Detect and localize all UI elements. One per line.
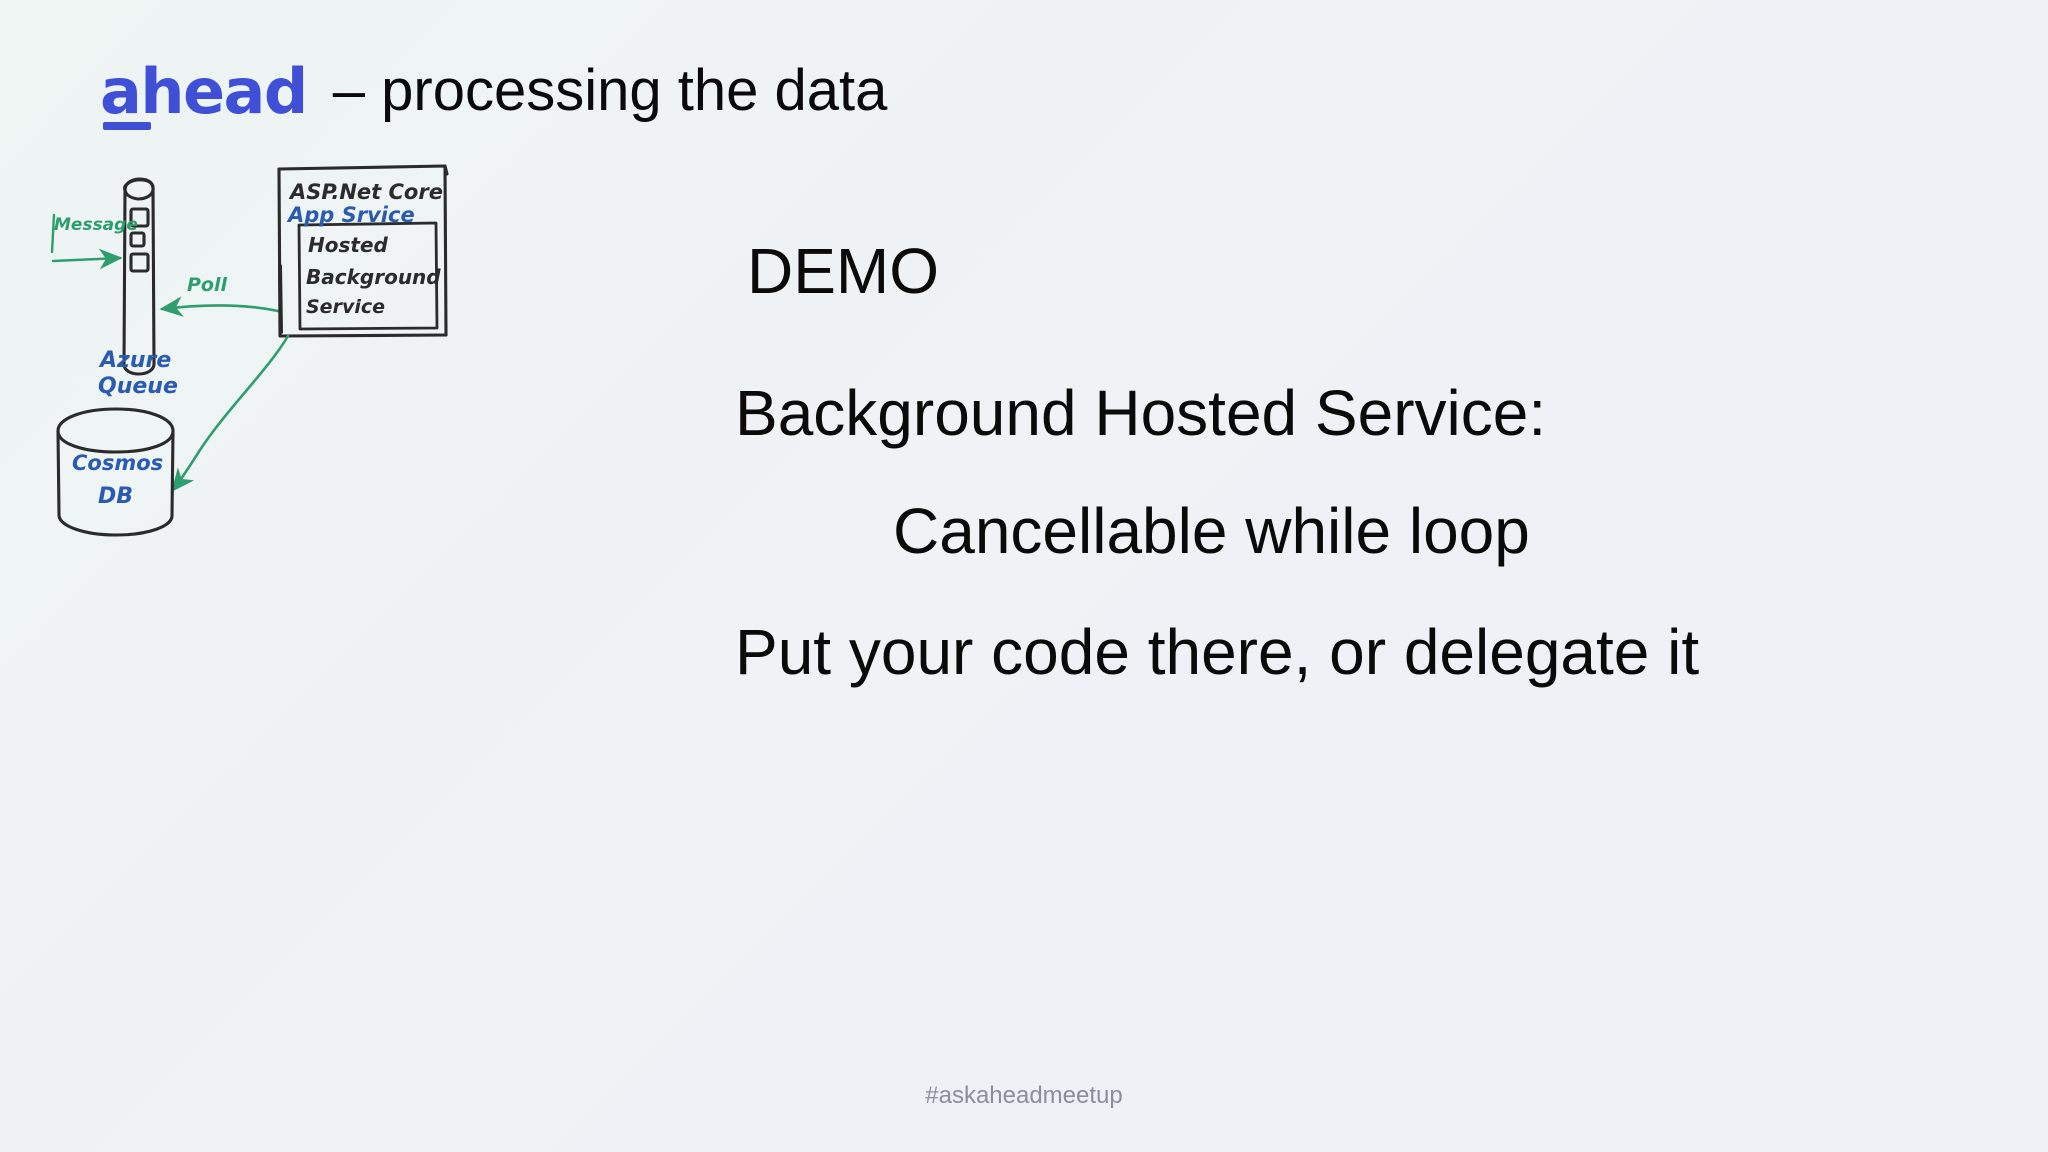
hosted-background-service-box xyxy=(297,221,439,331)
background-label: Background xyxy=(306,265,441,289)
bullet-background-hosted-service: Background Hosted Service: xyxy=(735,376,1547,449)
ahead-logo: ahead xyxy=(100,61,308,130)
poll-arrow xyxy=(159,296,280,317)
message-arrow xyxy=(50,213,123,270)
bullet-demo: DEMO xyxy=(747,235,939,307)
app-service-title-line1: ASP.Net Core xyxy=(288,180,443,204)
service-label: Service xyxy=(306,296,385,318)
bullet-put-your-code: Put your code there, or delegate it xyxy=(735,616,1700,689)
slide-body: DEMO Background Hosted Service: Cancella… xyxy=(735,235,1915,689)
message-label: Message xyxy=(54,215,138,235)
app-service-title-line2: App Srvice xyxy=(286,203,415,227)
azure-queue-label-line2: Queue xyxy=(98,374,178,399)
page-title: – processing the data xyxy=(332,58,888,123)
ahead-logo-text: ahead xyxy=(100,55,308,129)
service-connector-tick xyxy=(278,264,283,334)
logo-underline-accent xyxy=(103,122,151,130)
bullet-cancellable-while-loop: Cancellable while loop xyxy=(893,494,1530,567)
db-label: DB xyxy=(98,484,133,509)
write-to-db-arrow xyxy=(171,334,290,493)
cosmos-label: Cosmos xyxy=(72,451,163,475)
footer-hashtag: #askaheadmeetup xyxy=(925,1082,1123,1109)
poll-label: Poll xyxy=(187,274,227,296)
azure-queue-label-line1: Azure xyxy=(98,348,171,373)
architecture-diagram: Message Poll Azure Queue ASP.Net Core Ap… xyxy=(40,160,660,720)
slide-header: ahead – processing the data xyxy=(100,58,888,130)
hosted-label: Hosted xyxy=(308,233,389,257)
cosmos-db-cylinder xyxy=(56,407,175,537)
azure-queue-shape xyxy=(122,177,156,376)
